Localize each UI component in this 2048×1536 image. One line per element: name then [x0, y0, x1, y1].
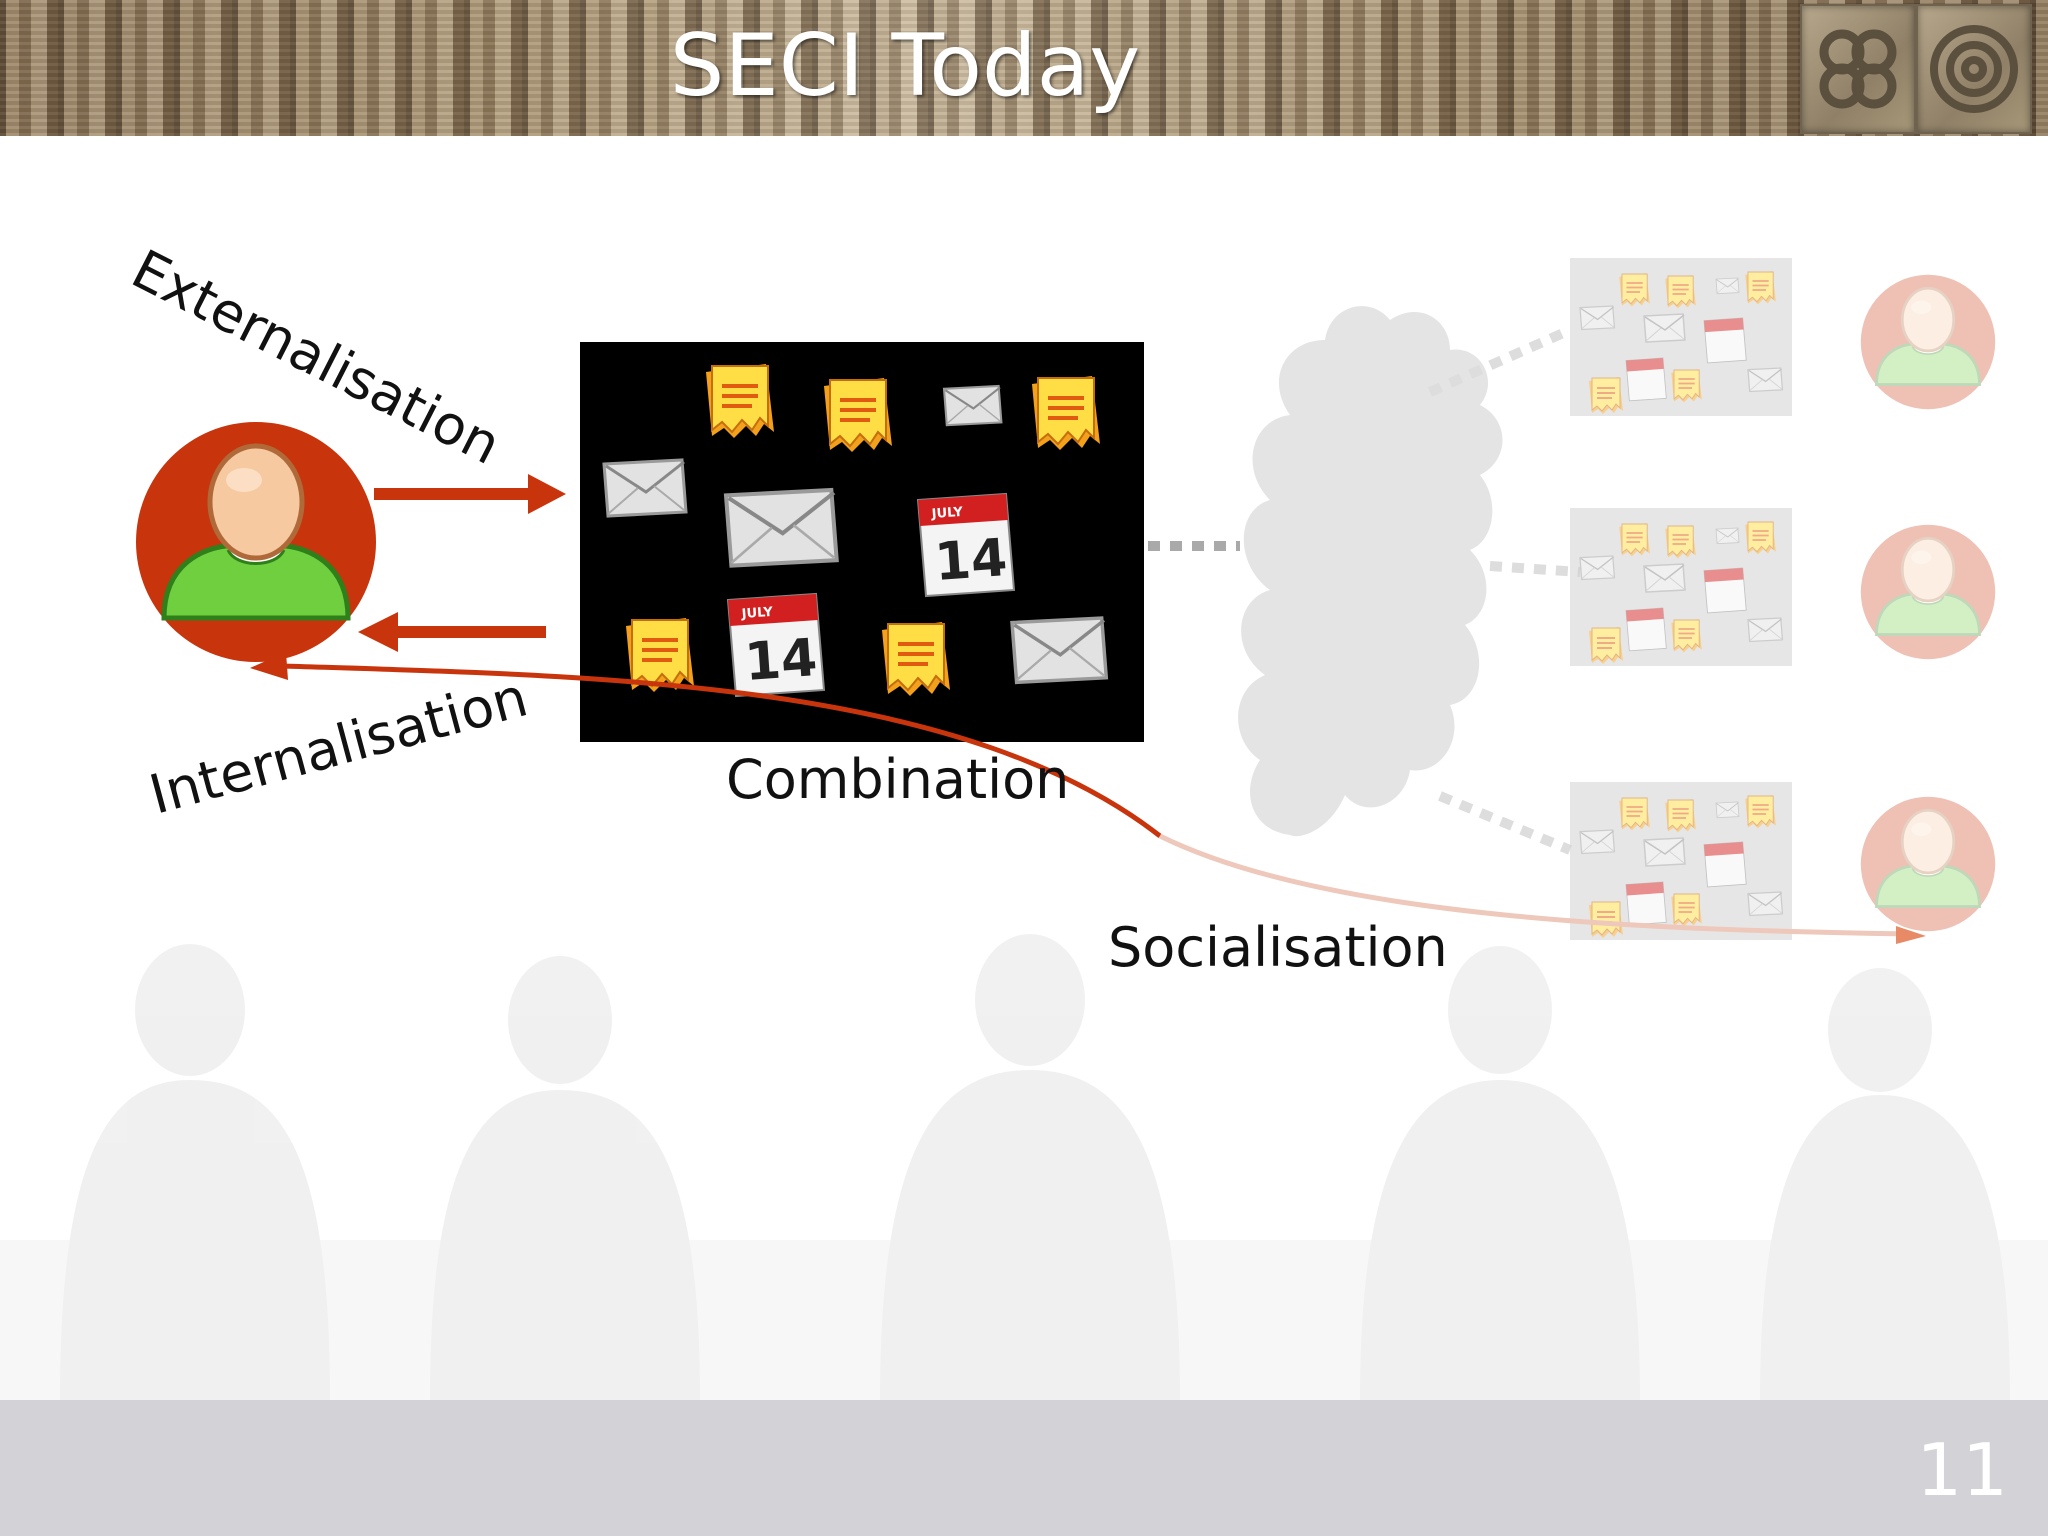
ornament-tile-icon: [1800, 4, 1916, 134]
calendar-icon: JULY 14: [917, 493, 1015, 597]
remote-person-bottom: [1859, 795, 1997, 933]
target-tile-icon: [1916, 4, 2032, 134]
envelope-icon: [726, 490, 837, 566]
page-number: 11: [1916, 1428, 2008, 1512]
envelope-icon: [602, 458, 688, 518]
calendar-month: JULY: [930, 505, 964, 522]
label-combination: Combination: [726, 748, 1069, 811]
audience-silhouette: [0, 934, 2048, 1400]
internalisation-arrow: [358, 612, 546, 652]
externalisation-arrow: [374, 474, 566, 514]
socialisation-curve: [281, 663, 1162, 838]
dotted-connectors: [1148, 325, 1581, 855]
socialisation-curve-faded: [1158, 833, 1911, 937]
calendar-day: 14: [743, 628, 819, 693]
envelope-icon: [942, 384, 1003, 427]
knowledge-collection: JULY 14 JULY 14: [580, 342, 1144, 742]
remote-person-middle: [1859, 523, 1997, 661]
remote-collection-bottom: [1570, 782, 1792, 940]
envelope-icon: [1010, 616, 1109, 685]
calendar-day: 14: [933, 528, 1009, 593]
socialisation-arrowhead-remote: [1896, 926, 1926, 944]
seci-diagram: JULY 14 JULY 14 Externalisation Internal…: [0, 237, 2048, 1400]
remote-collection-top: [1570, 258, 1792, 416]
label-socialisation: Socialisation: [1108, 916, 1448, 979]
socialisation-arrowhead: [250, 652, 288, 680]
slide-title: SECI Today: [669, 16, 1141, 116]
title-bar: SECI Today: [0, 0, 2048, 136]
person-icon: [136, 422, 376, 662]
footer-bar: [0, 1400, 2048, 1536]
remote-collection-middle: [1570, 508, 1792, 666]
remote-person-top: [1859, 273, 1997, 411]
calendar-month: JULY: [740, 605, 774, 622]
cloud-icon: [1238, 306, 1503, 837]
calendar-icon: JULY 14: [727, 593, 825, 697]
label-internalisation: Internalisation: [143, 665, 534, 826]
